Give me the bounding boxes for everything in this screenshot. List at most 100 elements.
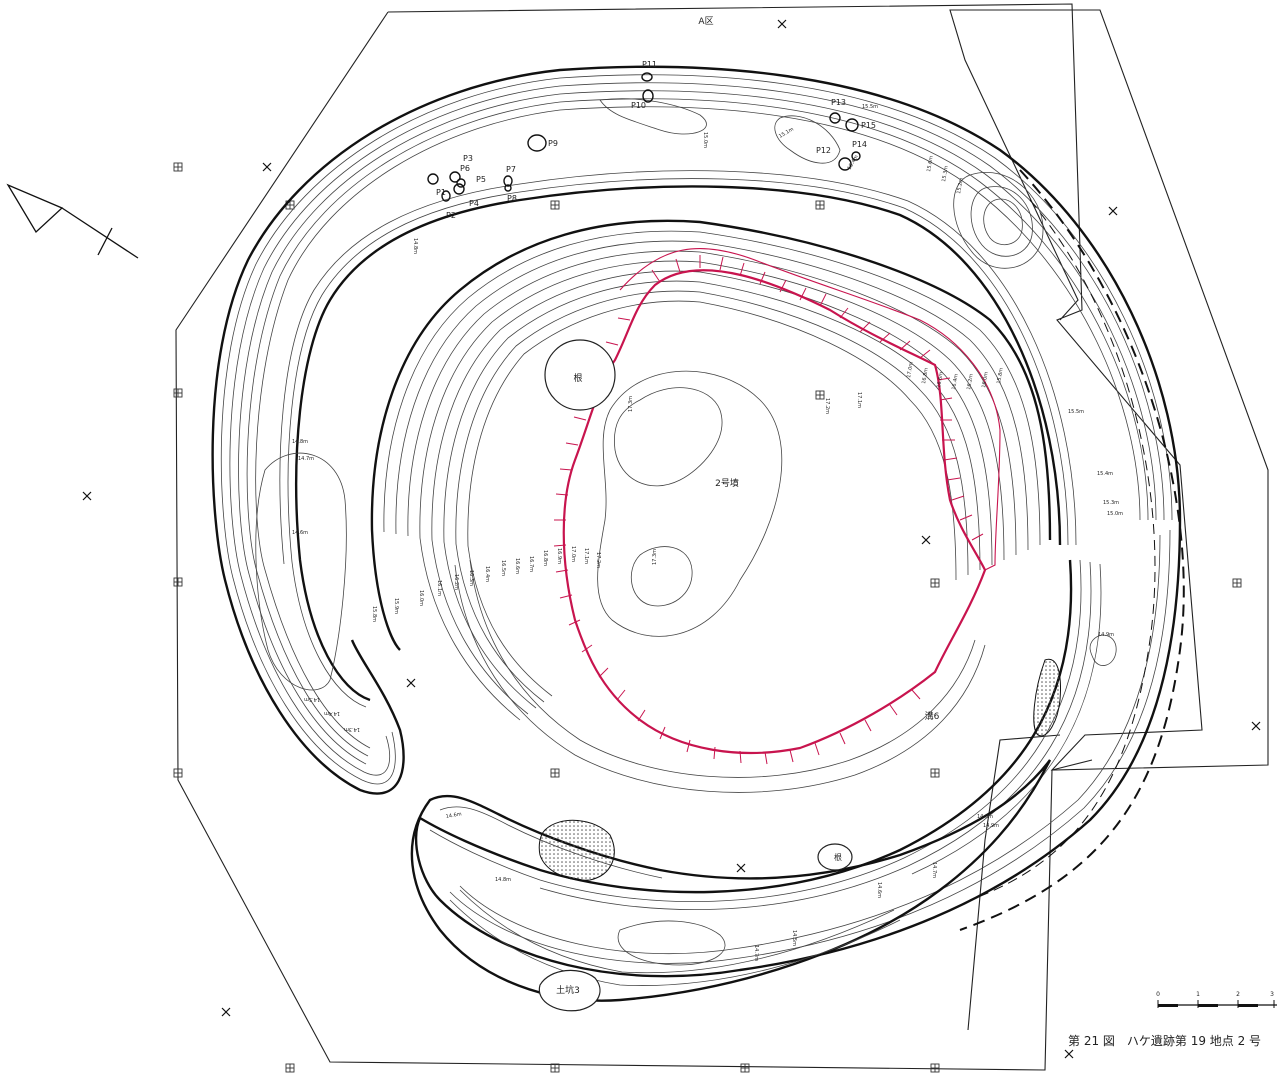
- elev-label: 14.5m: [791, 930, 797, 946]
- pit-dokou3: [534, 765, 592, 809]
- pit-holes: [427, 72, 861, 202]
- inner-ditch-contour-2: [279, 170, 1077, 565]
- elev-label: 15.3m: [1103, 500, 1119, 506]
- elev-label: 15.1m: [778, 126, 795, 139]
- elev-label: 14.8m: [412, 238, 418, 254]
- elev-label: 15.8m: [371, 606, 377, 622]
- elev-label: 17.2m: [824, 398, 830, 414]
- elev-label: 15.5m: [1068, 409, 1084, 415]
- inner-ditch-contour-1: [287, 178, 1069, 708]
- outer-ditch-contour-4: [246, 98, 1149, 757]
- southeast-pool: [1089, 634, 1117, 666]
- elev-label: 14.7m: [931, 862, 937, 878]
- ditch-label: 溝6: [925, 710, 940, 722]
- elev-label: 15.5m: [862, 104, 878, 110]
- elev-label: 15.2m: [956, 177, 965, 194]
- mound-label: 2号墳: [715, 477, 739, 489]
- elev-label: 16.4m: [484, 566, 490, 582]
- scale-tick-label: 0: [1156, 991, 1160, 998]
- elev-label: 16.9m: [556, 548, 562, 564]
- scale-tick-label: 2: [1236, 991, 1240, 998]
- pit-label: P9: [548, 139, 558, 148]
- south-ditch-contour-3: [911, 563, 1102, 875]
- elev-label: 17.0m: [906, 361, 915, 378]
- pit-label: P6: [460, 164, 470, 173]
- elev-label: 17.3m: [652, 549, 658, 565]
- elev-label: 15.3m: [941, 165, 950, 182]
- elev-label: 17.1m: [583, 548, 589, 564]
- pit-dokou3-outline: [538, 969, 601, 1012]
- mound-contours: [383, 230, 1041, 793]
- north-berm-contours: [599, 98, 707, 135]
- summit-contour-outer: [597, 370, 783, 637]
- projected-ditch-dashed-inner: [969, 199, 1156, 901]
- elev-label: 16.6m: [514, 558, 520, 574]
- excavation-boundary: [387, 3, 1269, 771]
- root-label-1: 根: [573, 372, 582, 384]
- elev-label: 14.9m: [983, 823, 999, 829]
- excavation-boundary-inner: [967, 734, 1061, 1031]
- root-feature-large: [544, 339, 616, 411]
- bottom-ditch-pool: [617, 920, 726, 966]
- elev-label: 16.0m: [418, 590, 424, 606]
- south-ditch-contour-2: [539, 561, 1092, 911]
- elev-label: 16.6m: [936, 371, 945, 388]
- outer-ditch-contour-1: [220, 74, 1173, 785]
- outer-ditch-contour-2: [229, 82, 1165, 776]
- mound-crest-outer: [619, 247, 1001, 571]
- figure-caption: 第 21 図 ハケ遺跡第 19 地点 2 号: [1068, 1034, 1262, 1048]
- elev-label: 14.6m: [876, 882, 882, 898]
- south-ditch-outer-edge: [414, 519, 1182, 978]
- elev-label: 16.1m: [436, 580, 442, 596]
- elev-label: 17.3m: [628, 396, 634, 412]
- elev-label: 17.1m: [856, 392, 862, 408]
- pit-label: P3: [463, 154, 473, 163]
- northeast-knoll: [953, 172, 1044, 269]
- elev-label: 17.0m: [570, 546, 576, 562]
- pit-label: P14: [852, 140, 867, 149]
- elev-label: 14.9m: [977, 814, 993, 820]
- elev-label: 16.7m: [528, 556, 534, 572]
- pit-label: P12: [816, 146, 831, 155]
- south-ditch-contour-4: [449, 529, 1171, 964]
- elev-label: 15.6m: [926, 155, 935, 172]
- mound-crest-outline: [562, 269, 987, 755]
- elev-label: 14.8m: [292, 439, 308, 445]
- scale-tick-label: 1: [1196, 991, 1200, 998]
- pit-label: P13: [831, 98, 846, 107]
- elev-label: 14.4m: [324, 710, 340, 716]
- summit-contour-south: [631, 546, 693, 607]
- elev-label: 14.7m: [298, 456, 314, 462]
- grid-markers: [173, 162, 1242, 1073]
- root-label-2: 根: [834, 852, 842, 862]
- pit-dokou3-label: 土坑3: [556, 984, 580, 996]
- elevation-labels: 15.5m 15.6m 15.3m 15.2m 15.0m 15.1m 15.4…: [292, 104, 1123, 961]
- south-ditch-contour-1: [429, 559, 1082, 903]
- outer-ditch-contour-5: [255, 106, 1141, 749]
- pit-label: P11: [642, 60, 657, 69]
- pit-label: P2: [446, 211, 456, 220]
- elev-label: 16.2m: [453, 574, 459, 590]
- elev-label: 14.9m: [1098, 632, 1114, 638]
- elev-label: 16.3m: [468, 570, 474, 586]
- area-label: A区: [698, 16, 713, 27]
- elev-label: 14.6m: [292, 530, 308, 536]
- pit-labels: P1 P2 P3 P4 P5 P6 P7 P8 P9 P10 P11 P12 P…: [436, 60, 876, 220]
- pit-label: P4: [469, 199, 479, 208]
- pit-label: P5: [476, 175, 486, 184]
- west-ditch-pool: [255, 452, 347, 691]
- elev-label: 17.2m: [595, 552, 601, 568]
- excavation-boundary-main: [175, 11, 1093, 1071]
- elev-label: 14.5m: [304, 696, 320, 702]
- north-berm-contours-2: [774, 115, 841, 164]
- pit-label: P1: [436, 188, 446, 197]
- dotted-area-west: [538, 819, 615, 881]
- bottom-ditch-contour-1: [439, 806, 663, 879]
- elev-label: 14.6m: [445, 811, 462, 820]
- survey-points: [82, 19, 1261, 1059]
- bottom-ditch-contour-2: [449, 899, 901, 986]
- elev-label: 15.0m: [702, 132, 708, 148]
- projected-ditch-dashed-outer: [959, 169, 1185, 931]
- scale-bar: 0 1 2 3: [1156, 991, 1277, 1008]
